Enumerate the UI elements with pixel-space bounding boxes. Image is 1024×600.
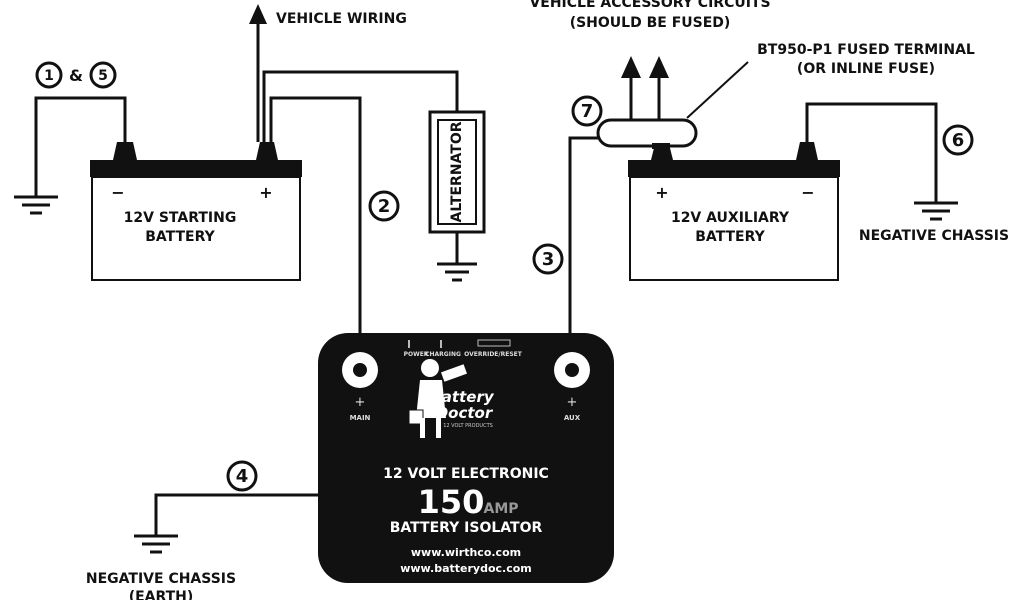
aux-negative-ground-wire: [805, 102, 938, 202]
accessory-arrow-icon-1: [621, 56, 641, 78]
amp-unit: AMP: [483, 501, 518, 517]
svg-text:5: 5: [98, 68, 108, 84]
alternator-label: ALTERNATOR: [449, 121, 465, 222]
starting-battery-positive-post: [256, 142, 278, 160]
url-wirthco: www.wirthco.com: [411, 546, 521, 559]
main-isolator-wire: [269, 96, 362, 333]
marker-3: 3: [532, 243, 564, 275]
starting-negative-ground-wire: [34, 96, 127, 196]
svg-text:2: 2: [378, 196, 391, 217]
inline-fuse-label: (OR INLINE FUSE): [797, 61, 935, 77]
power-led: [408, 340, 410, 348]
aux-battery-body: [629, 176, 839, 281]
marker-5: 5: [89, 61, 117, 89]
wires: [34, 20, 938, 535]
starting-battery-label-line2: BATTERY: [145, 229, 215, 245]
ground-icon-alternator: [437, 262, 477, 282]
marker-4: 4: [226, 460, 258, 492]
aux-battery-negative-post: [796, 142, 818, 160]
starting-battery-negative-sign: −: [111, 183, 124, 202]
vehicle-wiring-arrow-icon: [249, 4, 267, 24]
brand-doctor-text: Doctor: [436, 404, 494, 422]
svg-text:7: 7: [581, 101, 594, 122]
fused-terminal-leader-line: [686, 61, 749, 119]
aux-battery-label-line1: 12V AUXILIARY: [671, 210, 790, 226]
power-led-label: POWER: [404, 351, 429, 358]
fused-terminal-base: [652, 143, 670, 149]
accessory-arrow-icon-2: [649, 56, 669, 78]
aux-isolator-wire: [568, 136, 600, 333]
auxiliary-battery: + − 12V AUXILIARY BATTERY: [628, 142, 840, 281]
isolator-ground-wire: [154, 493, 320, 535]
fused-terminal: [596, 118, 698, 148]
override-reset-label: OVERRIDE/RESET: [464, 351, 523, 358]
ground-icon-isolator: [134, 534, 178, 554]
starting-battery-label-line1: 12V STARTING: [124, 210, 237, 226]
vehicle-wiring-label: VEHICLE WIRING: [276, 11, 407, 27]
svg-text:1: 1: [44, 68, 54, 84]
aux-battery-label-line2: BATTERY: [695, 229, 765, 245]
marker-separator: &: [69, 66, 83, 85]
should-be-fused-label: (SHOULD BE FUSED): [570, 15, 731, 31]
aux-plus-sign: +: [567, 395, 578, 410]
alternator: ALTERNATOR: [428, 110, 486, 234]
charging-led-label: CHARGING: [425, 351, 461, 358]
negative-chassis-left-label: NEGATIVE CHASSIS: [86, 571, 236, 587]
negative-chassis-right-label: NEGATIVE CHASSIS: [859, 228, 1009, 244]
alternator-inner: [437, 119, 477, 225]
alternator-feed-wire: [262, 70, 459, 142]
starting-battery-negative-post: [113, 142, 137, 160]
voltage-line: 12 VOLT ELECTRONIC: [383, 466, 549, 482]
earth-label: (EARTH): [129, 589, 194, 600]
aux-label: AUX: [564, 414, 581, 422]
marker-1: 1: [35, 61, 63, 89]
battery-doctor-mascot-icon: [408, 359, 467, 438]
aux-battery-negative-sign: −: [801, 183, 814, 202]
svg-text:3: 3: [542, 249, 555, 270]
accessory-circuits-label: VEHICLE ACCESSORY CIRCUITS: [529, 0, 770, 11]
battery-isolator: POWER CHARGING OVERRIDE/RESET + MAIN + A…: [318, 333, 614, 583]
product-line: BATTERY ISOLATOR: [390, 520, 543, 536]
aux-battery-positive-sign: +: [655, 183, 668, 202]
marker-7: 7: [571, 95, 603, 127]
marker-6: 6: [942, 124, 974, 156]
starting-battery: − + 12V STARTING BATTERY: [90, 142, 302, 281]
svg-text:4: 4: [236, 466, 249, 487]
brand-subtitle: 12 VOLT PRODUCTS: [443, 423, 493, 429]
amp-value: 150: [418, 483, 485, 521]
url-batterydoc: www.batterydoc.com: [400, 562, 532, 575]
main-plus-sign: +: [355, 395, 366, 410]
aux-battery-top: [628, 160, 840, 177]
svg-text:6: 6: [952, 130, 965, 151]
brand-battery-text: Battery: [430, 388, 494, 406]
marker-2: 2: [368, 190, 400, 222]
override-reset-button[interactable]: [477, 339, 511, 347]
starting-battery-positive-sign: +: [259, 183, 272, 202]
starting-battery-body: [91, 176, 301, 281]
ground-icon-starting: [14, 195, 58, 215]
main-label: MAIN: [350, 414, 371, 422]
ground-icon-aux: [914, 201, 958, 221]
starting-battery-top: [90, 160, 302, 177]
charging-led: [440, 340, 442, 348]
isolator-body: [318, 333, 614, 583]
fused-terminal-label: BT950-P1 FUSED TERMINAL: [757, 42, 975, 58]
